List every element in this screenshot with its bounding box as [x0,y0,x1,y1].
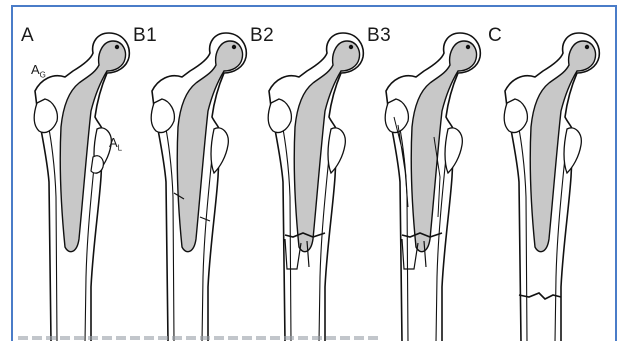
greater-trochanter [34,99,57,133]
fracture-line [519,293,561,299]
figure-frame: A B1 B2 B3 C AG AL [11,5,617,341]
head-marker [585,45,589,49]
femur-diagram [13,7,617,341]
lesser-trochanter [328,128,345,173]
femur-panel-c [504,33,599,341]
femur-panel-b2 [268,33,363,341]
greater-trochanter [151,99,174,133]
femur-panel-a [34,33,129,341]
lesser-trochanter [564,128,581,173]
panel-label-c: C [488,25,502,47]
head-marker [466,45,470,49]
panel-label-b3: B3 [367,25,391,47]
head-marker [349,45,353,49]
greater-trochanter [504,99,527,133]
head-marker [232,45,236,49]
lesser-trochanter [211,128,228,173]
greater-trochanter-label: AG [31,62,46,80]
panel-label-b2: B2 [250,25,274,47]
panel-label-a: A [21,25,34,47]
femur-panel-b3 [385,33,480,341]
lesser-trochanter-fragment [91,156,103,173]
lesser-trochanter-label: AL [109,135,122,153]
panel-label-b1: B1 [133,25,157,47]
cropped-caption-text [18,336,378,340]
lesser-trochanter [445,128,462,173]
femur-panel-b1 [151,33,246,341]
head-marker [115,45,119,49]
greater-trochanter [268,99,291,133]
